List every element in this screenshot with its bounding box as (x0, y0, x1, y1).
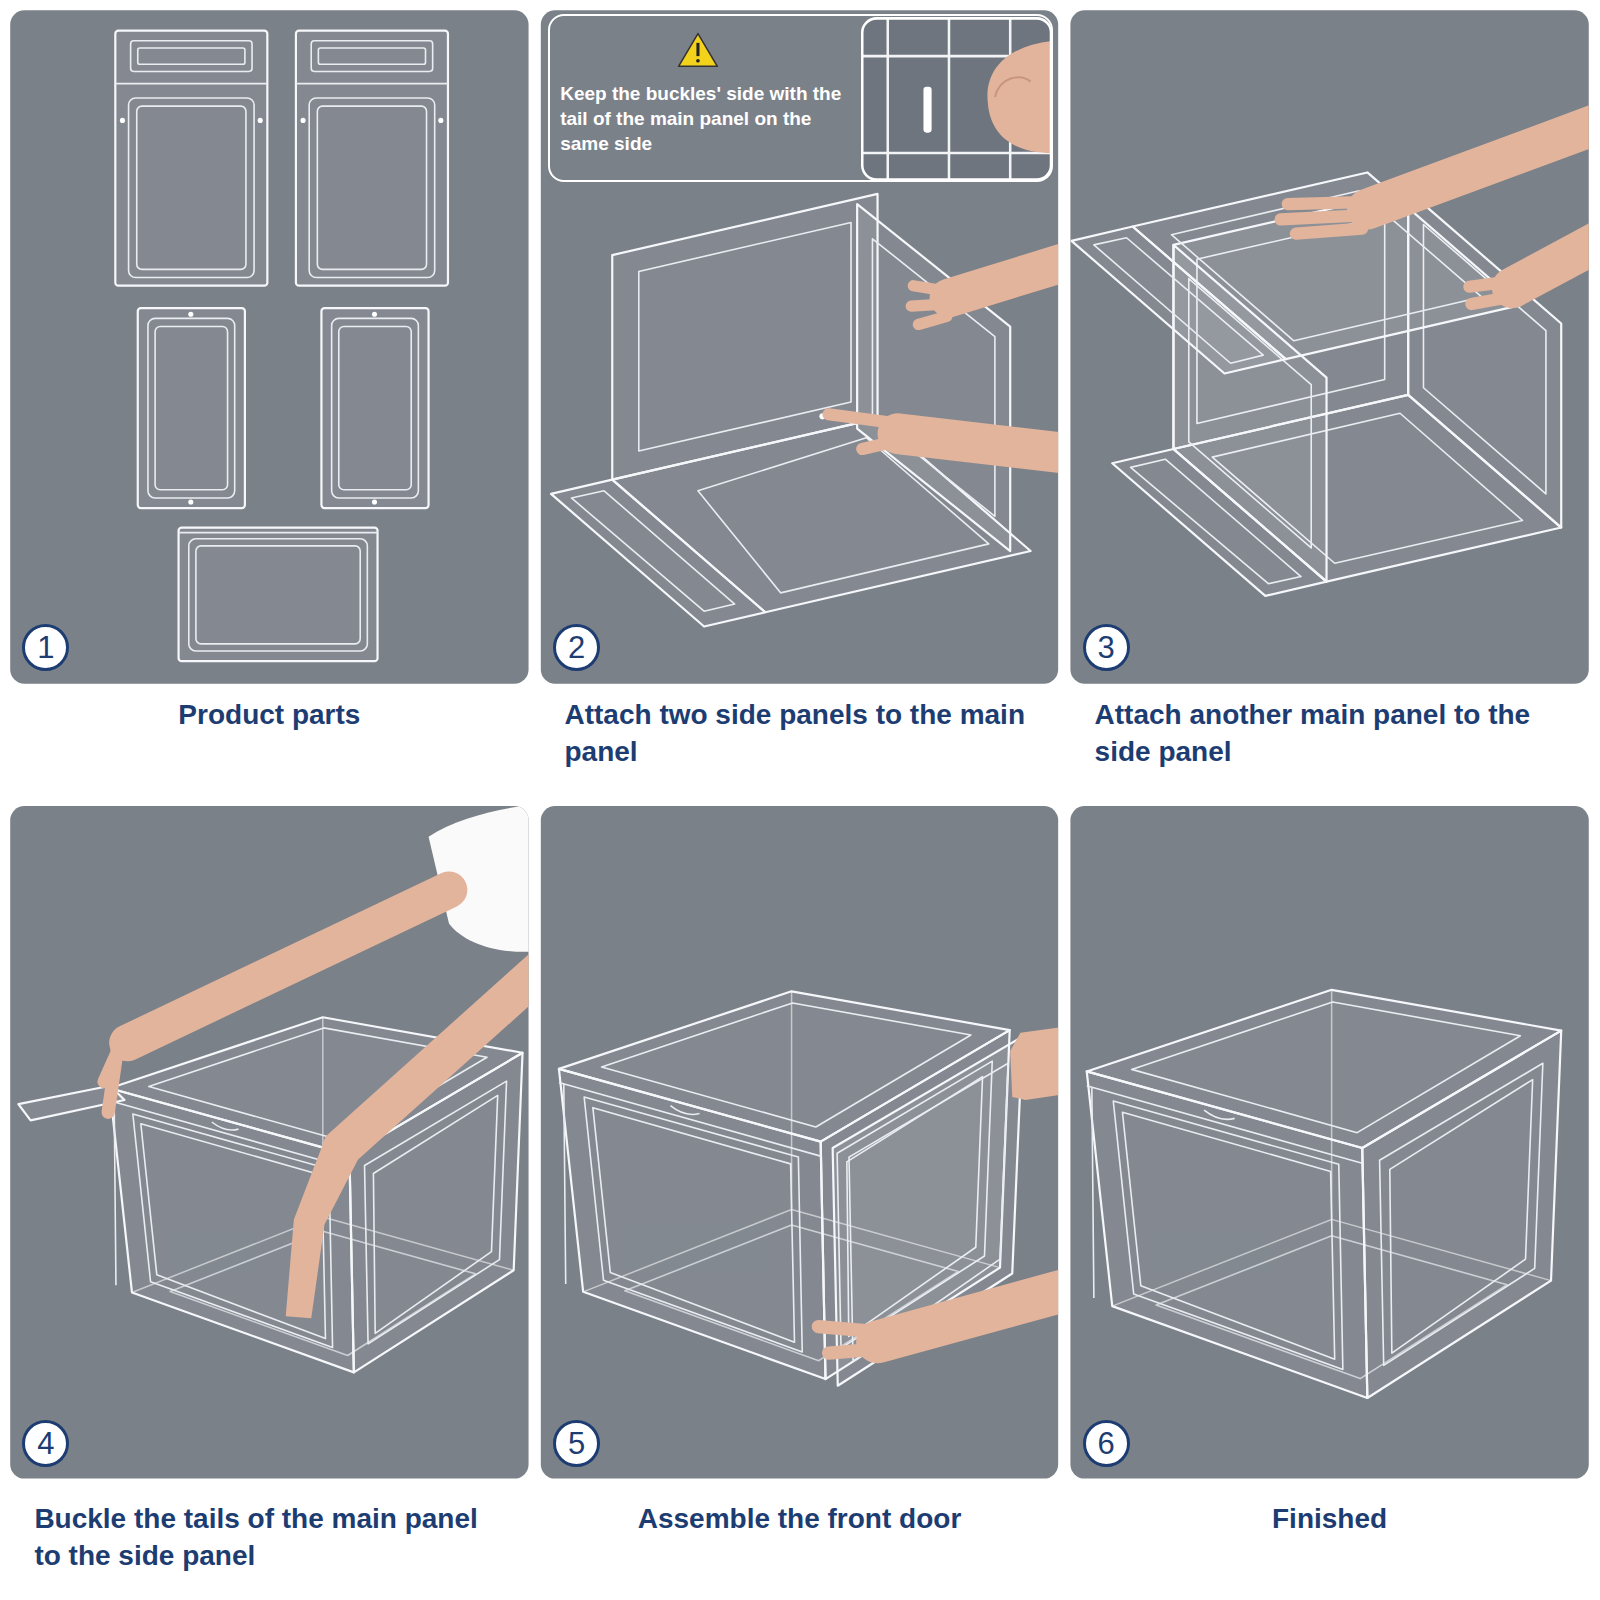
step-four-figure (18, 806, 528, 1372)
step-number-badge: 1 (22, 624, 69, 671)
step-panel: 5Assemble the front door (541, 806, 1058, 1478)
step-two-figure (551, 18, 1058, 626)
panel-frame-inner (196, 546, 360, 644)
warning-mark (696, 59, 700, 63)
fingers (818, 1327, 879, 1354)
caption-row: Attach two side panels to the main panel (541, 696, 1058, 770)
caption-row: Attach another main panel to the side pa… (1070, 696, 1588, 770)
inset-border (862, 18, 1051, 179)
main-panel-part (115, 31, 267, 286)
panel-ground (10, 10, 528, 683)
arm (342, 969, 529, 1148)
panel-frame (639, 222, 851, 451)
caption-row: Finished (1070, 1500, 1588, 1537)
warning-callout: Keep the buckles' side with the tail of … (548, 14, 1053, 181)
fingers (1281, 202, 1363, 234)
fingers (104, 1041, 122, 1112)
caption-row: Assemble the front door (541, 1500, 1058, 1537)
step-five-figure (559, 991, 1058, 1385)
fingers (911, 286, 947, 325)
step-panel: 6Finished (1070, 806, 1588, 1478)
step-panel: 4Buckle the tails of the main panel to t… (10, 806, 528, 1478)
parts-figure (115, 31, 448, 662)
callout-number: 6 (1097, 1428, 1114, 1459)
step-panel: 1Product parts (10, 10, 528, 683)
step-caption: Attach another main panel to the side pa… (1095, 696, 1565, 770)
finger (987, 41, 1051, 153)
storage-box (1087, 990, 1561, 1398)
step-caption: Product parts (178, 696, 360, 733)
buckle-slot (923, 87, 931, 133)
step-panel: 3Attach another main panel to the side p… (1070, 10, 1588, 683)
step-three-figure (1071, 120, 1588, 596)
arm (949, 257, 1058, 298)
fingers (1469, 282, 1510, 304)
arm (898, 434, 1058, 455)
arm (128, 890, 449, 1043)
panel-ground (1070, 10, 1588, 683)
fingers (829, 414, 898, 449)
panel-ground (541, 10, 1058, 683)
step-caption: Assemble the front door (638, 1500, 962, 1537)
warning-mark (696, 43, 699, 56)
step-number-badge: 3 (1083, 624, 1130, 671)
panel-ground (1070, 806, 1588, 1478)
side-panel-part (321, 308, 428, 508)
step-panel: Keep the buckles' side with the tail of … (541, 10, 1058, 683)
detail-inset (862, 18, 1051, 179)
callout-number: 5 (568, 1428, 585, 1459)
storage-box (110, 1017, 523, 1372)
arm (1512, 237, 1589, 288)
hand (1010, 1027, 1058, 1100)
main-panel-part (296, 31, 448, 286)
step-number-badge: 4 (22, 1420, 69, 1467)
panel-ground (541, 806, 1058, 1478)
side-panel (857, 204, 1010, 551)
callout-number: 2 (568, 632, 585, 663)
step-caption: Buckle the tails of the main panel to th… (34, 1500, 504, 1574)
hand (286, 1135, 359, 1319)
top-panel-tail (1071, 227, 1285, 374)
caption-row: Buckle the tails of the main panel to th… (10, 1500, 528, 1574)
side-panel-part (138, 308, 245, 508)
panel-ground (10, 806, 528, 1478)
finger-nail (995, 77, 1031, 97)
warning-triangle (679, 34, 718, 67)
arm (1367, 120, 1588, 209)
finished-figure (1087, 990, 1561, 1398)
warning-note: Keep the buckles' side with the tail of … (560, 81, 858, 156)
tail-frame (1094, 238, 1263, 364)
step-number-badge: 2 (553, 624, 600, 671)
callout-number: 1 (37, 632, 54, 663)
arm (878, 1286, 1059, 1342)
step-caption: Attach two side panels to the main panel (564, 696, 1034, 770)
callout-number: 4 (37, 1428, 54, 1459)
callout-number: 3 (1097, 632, 1114, 663)
panel-frame (189, 539, 368, 651)
step-number-badge: 5 (553, 1420, 600, 1467)
caption-row: Product parts (10, 696, 528, 733)
door-part (179, 528, 378, 662)
tail-frame (571, 491, 734, 611)
step-number-badge: 6 (1083, 1420, 1130, 1467)
door-edge (179, 532, 378, 534)
step-caption: Finished (1272, 1500, 1387, 1537)
main-panel-tail (551, 480, 765, 627)
